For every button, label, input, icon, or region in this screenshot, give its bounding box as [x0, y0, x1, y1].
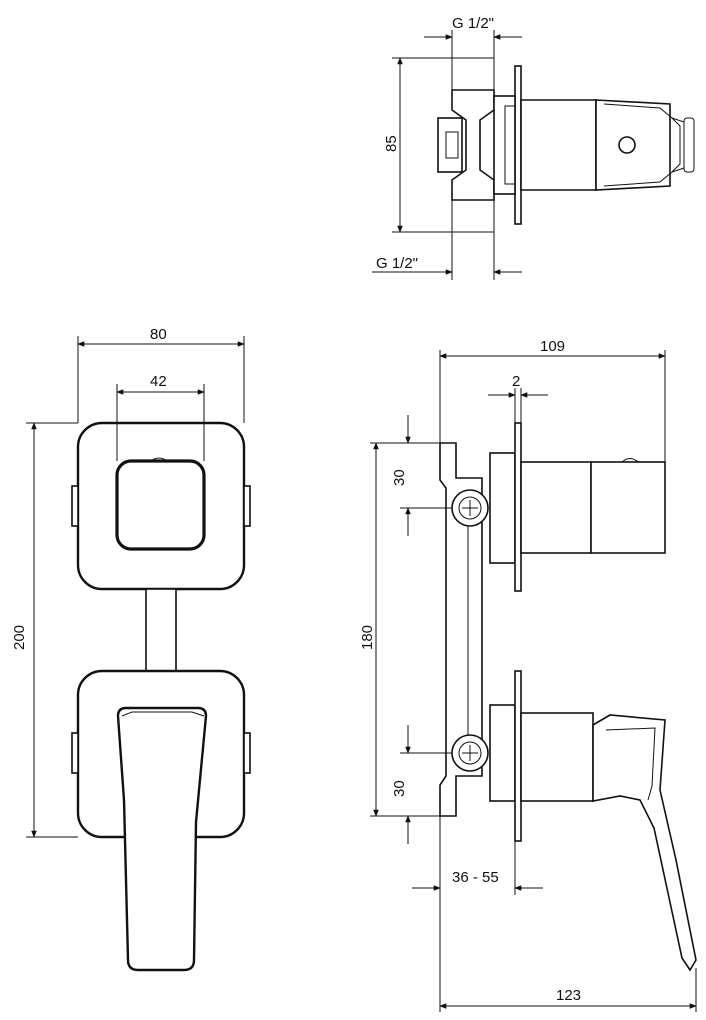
- dim-front-width: 80: [150, 326, 167, 343]
- side-lever-body: [520, 712, 594, 802]
- dim-side-offset-top: 30: [391, 469, 408, 486]
- dim-top-thread-upper: G 1/2": [452, 15, 494, 32]
- dim-top-thread-lower: G 1/2": [376, 255, 418, 272]
- dim-side-wall-range: 36 - 55: [452, 869, 499, 886]
- diverter-knob: [115, 459, 206, 551]
- mounting-bracket: [439, 442, 483, 817]
- side-wall-plate-lower: [514, 670, 522, 842]
- indicator-hole: [618, 136, 636, 154]
- dim-front-inner-width: 42: [150, 373, 167, 390]
- side-wall-plate-upper: [514, 422, 522, 592]
- dim-side-spacing: 180: [359, 625, 376, 650]
- dim-front-height: 200: [11, 625, 28, 650]
- dim-side-depth-top: 109: [540, 338, 565, 355]
- side-knob-body: [520, 461, 592, 554]
- side-lever-handle: [592, 714, 697, 972]
- front-lever-handle: [116, 706, 208, 972]
- top-view: G 1/2" 85 G 1/2": [372, 15, 695, 280]
- dim-side-offset-bottom: 30: [391, 780, 408, 797]
- side-view: 109 2 30 180 30 36 - 55 123: [359, 338, 697, 1012]
- handle-body-top: [520, 99, 597, 191]
- dim-top-height: 85: [383, 135, 400, 152]
- connecting-tube: [145, 588, 177, 672]
- dim-side-depth-bottom: 123: [556, 987, 581, 1004]
- wall-plate: [514, 65, 522, 225]
- thread-lower: [451, 199, 495, 233]
- dim-side-plate: 2: [512, 373, 520, 390]
- thread-upper: [451, 57, 495, 91]
- front-view: 80 42 200: [11, 326, 251, 972]
